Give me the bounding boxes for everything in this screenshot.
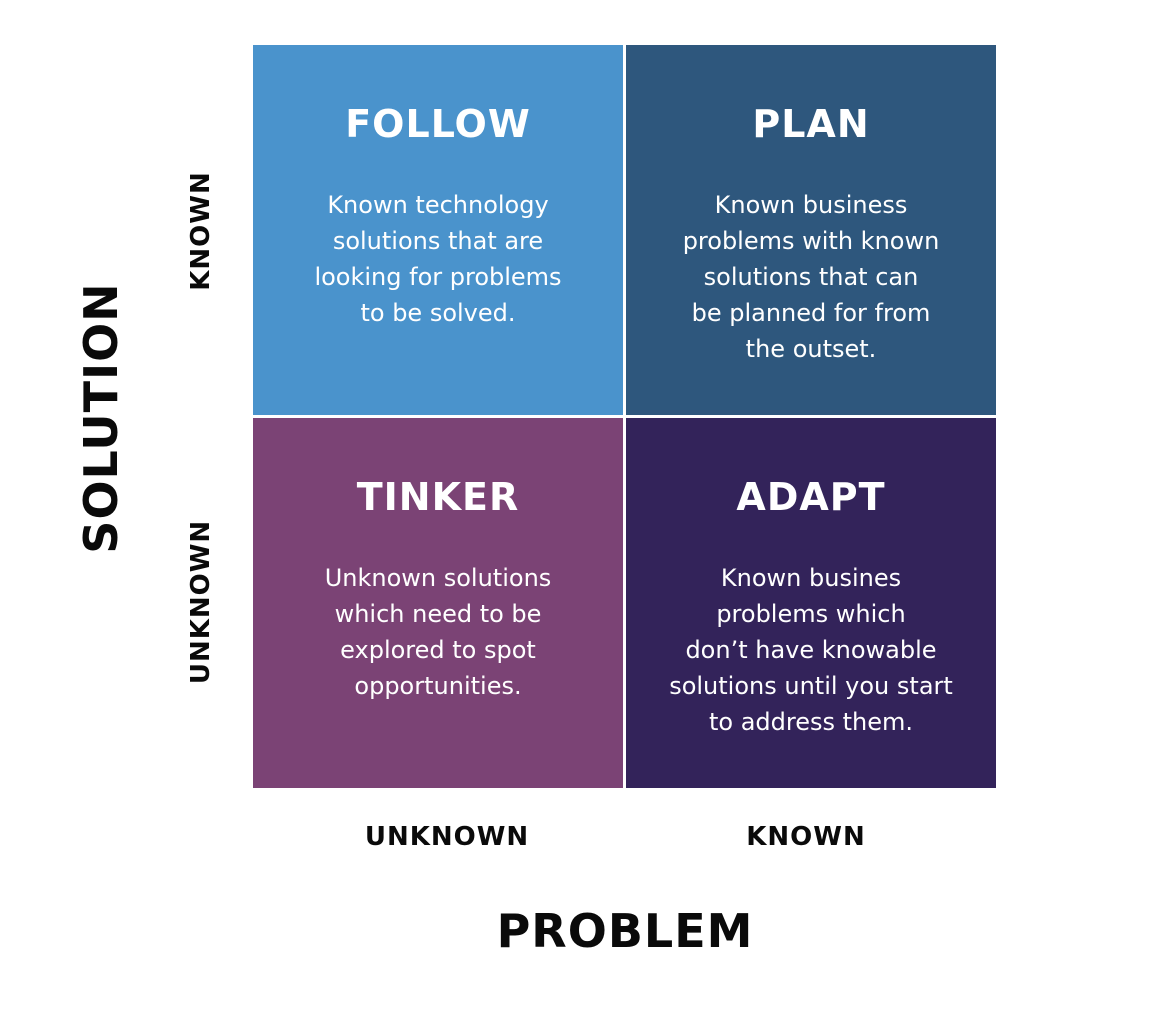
quadrant-title: PLAN — [752, 102, 870, 146]
y-axis-tick-unknown: UNKNOWN — [186, 519, 216, 685]
quadrant-title: TINKER — [356, 475, 520, 519]
quadrant-title: ADAPT — [736, 475, 886, 519]
quadrant-grid: FOLLOW Known technology solutions that a… — [253, 45, 996, 788]
quadrant-adapt: ADAPT Known busines problems which don’t… — [626, 418, 996, 788]
x-axis-tick-unknown: UNKNOWN — [364, 822, 530, 852]
quadrant-follow: FOLLOW Known technology solutions that a… — [253, 45, 623, 415]
quadrant-description: Known busines problems which don’t have … — [669, 564, 953, 736]
quadrant-description: Known business problems with known solut… — [682, 191, 940, 363]
quadrant-plan: PLAN Known business problems with known … — [626, 45, 996, 415]
quadrant-title: FOLLOW — [345, 102, 531, 146]
x-axis-title: PROBLEM — [496, 904, 754, 958]
x-axis-tick-known: KNOWN — [746, 822, 866, 852]
y-axis-tick-known: KNOWN — [186, 171, 216, 291]
quadrant-description: Known technology solutions that are look… — [314, 191, 562, 327]
quadrant-description: Unknown solutions which need to be explo… — [324, 564, 552, 700]
quadrant-tinker: TINKER Unknown solutions which need to b… — [253, 418, 623, 788]
y-axis-title: SOLUTION — [74, 282, 128, 554]
